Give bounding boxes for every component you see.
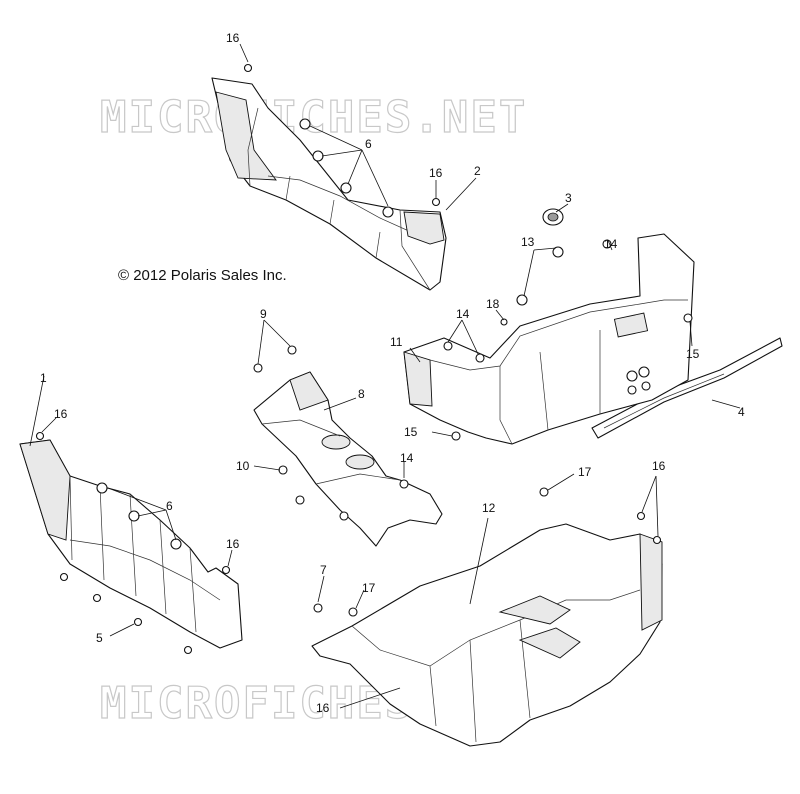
push-rivet-6 (340, 182, 352, 194)
callout-14: 14 (456, 307, 470, 321)
callout-7: 7 (320, 563, 327, 577)
watermark-top: MICROFICHES.NET (100, 92, 527, 143)
callout-6: 6 (365, 137, 372, 151)
grommet-13 (516, 294, 528, 306)
callout-16: 16 (429, 166, 443, 180)
callout-12: 12 (482, 501, 496, 515)
fastener-15 (451, 431, 461, 441)
grommet-13 (552, 246, 564, 258)
callout-17: 17 (362, 581, 376, 595)
screw-17 (348, 607, 358, 617)
callout-9: 9 (260, 307, 267, 321)
callout-5: 5 (96, 631, 103, 645)
part-1-rocker-panel-lower (19, 439, 243, 649)
callout-4: 4 (738, 405, 745, 419)
clip-16 (243, 63, 253, 73)
part-3-cap (542, 208, 564, 226)
part-8-center-console (253, 371, 443, 547)
callout-14: 14 (604, 237, 618, 251)
callout-16: 16 (226, 31, 240, 45)
callout-16: 16 (316, 701, 330, 715)
screw-5 (183, 645, 193, 655)
callout-2: 2 (474, 164, 481, 178)
clip-16 (431, 197, 441, 207)
fastener-14 (399, 479, 409, 489)
copyright-text: © 2012 Polaris Sales Inc. (118, 267, 287, 284)
push-rivet-6 (299, 118, 311, 130)
push-rivet-6 (382, 206, 394, 218)
callout-16: 16 (652, 459, 666, 473)
callout-8: 8 (358, 387, 365, 401)
callout-labels: 16 6 16 2 3 13 14 9 18 14 11 15 8 1 16 1… (40, 31, 745, 715)
push-rivet-6 (170, 538, 182, 550)
screw-17 (539, 487, 549, 497)
callout-10: 10 (236, 459, 250, 473)
callout-15: 15 (686, 347, 700, 361)
callout-14: 14 (400, 451, 414, 465)
clip-16 (636, 511, 646, 521)
screw-9 (287, 345, 297, 355)
callout-18: 18 (486, 297, 500, 311)
clip-18 (500, 318, 508, 326)
screw-5 (133, 617, 143, 627)
fasteners (35, 63, 693, 655)
callout-13: 13 (521, 235, 535, 249)
callout-15: 15 (404, 425, 418, 439)
callout-17: 17 (578, 465, 592, 479)
screw-5 (92, 593, 102, 603)
part-11-cab-rear-panel (403, 233, 695, 445)
leader-lines (29, 43, 741, 709)
push-rivet-6 (128, 510, 140, 522)
clip-16 (652, 535, 662, 545)
screw-9 (253, 363, 263, 373)
fastener-15 (683, 313, 693, 323)
screw-7 (313, 603, 323, 613)
clip-16 (221, 565, 231, 575)
callout-1: 1 (40, 371, 47, 385)
push-rivet-6 (312, 150, 324, 162)
callout-3: 3 (565, 191, 572, 205)
fastener-14 (443, 341, 453, 351)
push-rivet-6 (96, 482, 108, 494)
fastener-14 (475, 353, 485, 363)
screw-10 (339, 511, 349, 521)
callout-16: 16 (226, 537, 240, 551)
screw-10 (295, 495, 305, 505)
clip-16 (35, 431, 45, 441)
part-2-rocker-panel-upper (211, 77, 447, 291)
screw-5 (59, 572, 69, 582)
callout-16: 16 (54, 407, 68, 421)
callout-11: 11 (390, 335, 403, 349)
callout-6: 6 (166, 499, 173, 513)
screw-10 (278, 465, 288, 475)
